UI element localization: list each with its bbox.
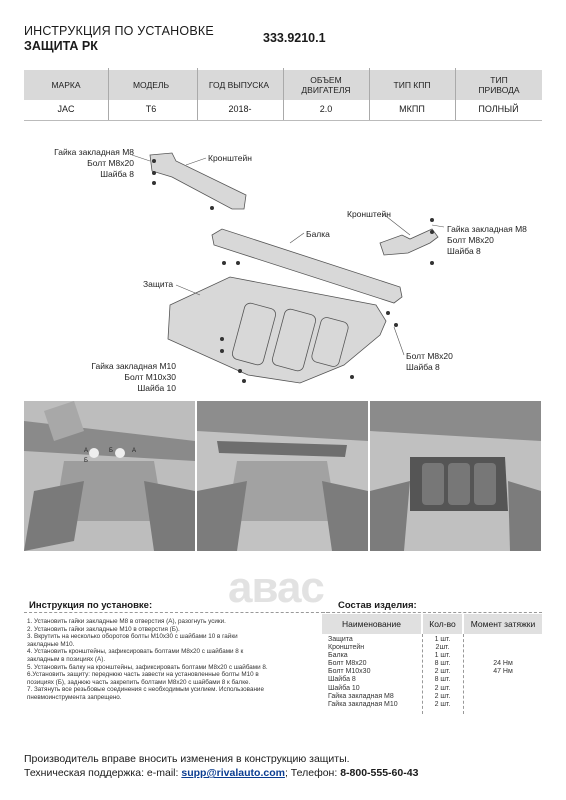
spec-col-drive: ТИП ПРИВОДА [478,75,520,95]
label-left-washer-8: Шайба 8 [100,169,134,179]
label-shield-bolt-m8: Болт М8х20 [406,351,453,361]
composition-name: Гайка закладная М10 [328,700,398,708]
spec-col-make: МАРКА [51,80,81,90]
composition-col-qty: Кол-во [423,614,462,634]
install-photo-1: А Б А Б [24,401,195,551]
label-right-bracket: Кронштейн [347,209,391,219]
doc-title: ИНСТРУКЦИЯ ПО УСТАНОВКЕ [24,24,214,38]
install-photo-3 [370,401,541,551]
beam-part [211,228,403,304]
composition-name: Болт М8х20 [328,660,367,668]
instructions-title: Инструкция по установке: [29,600,153,611]
photo-mark-b2: Б [84,458,88,464]
composition-name: Шайба 8 [328,676,356,684]
composition-qty: 2 шт. [434,668,451,676]
label-right-bolt-m8: Болт М8х20 [447,235,494,245]
part-number: 333.9210.1 [263,31,326,45]
photo-mark-b1: Б [109,448,113,454]
label-left-bracket: Кронштейн [208,153,252,163]
label-left-nut-m8: Гайка закладная М8 [54,147,134,157]
composition-name: Болт М10х30 [328,668,371,676]
composition-torque: 24 Нм [493,660,513,667]
instruction-step: 5. Установить балку на кронштейны, зафик… [27,663,268,671]
composition-qty: 2шт. [435,644,450,652]
composition-torque: 47 Нм [493,668,513,676]
photo-mark-a1: А [84,448,89,454]
left-bracket-part [149,152,247,210]
footer-disclaimer: Производитель вправе вносить изменения в… [24,753,350,765]
doc-subtitle: ЗАЩИТА РК [24,39,98,53]
label-left-bolt-m8: Болт М8х20 [87,158,134,168]
support-label: Техническая поддержка: e-mail: [24,767,182,779]
composition-name: Балка [328,652,348,660]
composition-col-torque: Момент затяжки [464,614,542,634]
instruction-step: закладные М10. [27,640,75,648]
composition-qty: 1 шт. [434,636,451,643]
spec-value-drive: ПОЛНЫЙ [478,104,519,114]
composition-qty: 8 шт. [434,660,451,668]
instructions-list: 1. Установить гайки закладные М8 в отвер… [27,618,312,702]
install-photo-2 [197,401,368,551]
right-bracket-part [379,228,439,256]
spec-value-year: 2018- [228,104,252,114]
composition-name: Защита [328,636,353,643]
support-email-link[interactable]: supp@rivalauto.com [181,767,285,779]
label-right-washer-8: Шайба 8 [447,246,481,256]
composition-torques: 24 Нм 47 Нм [464,660,542,676]
spec-col-engine: ОБЪЕМ ДВИГАТЕЛЯ [301,75,351,95]
label-nut-m10: Гайка закладная М10 [91,361,176,371]
label-bolt-m10: Болт М10х30 [124,372,176,382]
instruction-step: позициях (Б), заднюю часть закрепить бол… [27,678,251,686]
spec-col-model: МОДЕЛЬ [132,80,170,90]
support-phone: 8-800-555-60-43 [340,767,419,779]
exploded-diagram [131,152,445,384]
label-beam: Балка [306,229,330,239]
composition-qty: 2 шт. [434,692,451,700]
composition-col-name: Наименование [322,614,421,634]
instruction-step: закладным в позициях (А). [27,655,106,663]
instruction-step: 6.Установить защиту: переднюю часть заве… [27,671,259,679]
instruction-step: 3. Вкрутить на несколько оборотов болты … [27,633,238,641]
spec-col-gearbox: ТИП КПП [393,80,431,90]
composition-name: Кронштейн [328,644,365,652]
spec-value-model: T6 [145,104,157,114]
spec-value-engine: 2.0 [319,104,333,114]
composition-qty: 2 шт. [434,700,451,708]
shield-part [167,276,387,384]
composition-names: Защита Кронштейн Балка Болт М8х20 Болт М… [328,636,422,709]
spec-col-year: ГОД ВЫПУСКА [208,80,270,90]
brand-logo-watermark: авас [228,563,325,612]
label-washer-10: Шайба 10 [137,383,176,393]
instruction-step: пневмоинструмента запрещено. [27,693,122,701]
spec-value-gearbox: МКПП [399,104,425,114]
label-right-nut-m8: Гайка закладная М8 [447,224,527,234]
shield-window-3 [311,317,349,367]
label-shield: Защита [143,279,174,289]
spec-value-make: JAC [57,104,75,114]
composition-qty: 1 шт. [434,652,451,660]
composition-name: Шайба 10 [328,684,360,692]
label-shield-washer-8: Шайба 8 [406,362,440,372]
composition-name: Гайка закладная М8 [328,692,394,700]
phone-label: ; Телефон: [284,767,341,779]
instruction-step: 4. Установить кронштейны, зафиксировать … [27,648,244,656]
instruction-step: 2. Установить гайки закладные М10 в отве… [27,625,180,633]
footer-support: Техническая поддержка: e-mail: supp@riva… [24,767,418,779]
composition-qty: 8 шт. [434,676,451,684]
composition-qtys: 1 шт. 2шт. 1 шт. 8 шт. 2 шт. 8 шт. 2 шт.… [423,636,462,709]
composition-title: Состав изделия: [338,600,417,611]
shield-window-1 [231,302,277,366]
photo-mark-a2: А [132,448,137,454]
shield-window-2 [271,308,317,372]
composition-qty: 2 шт. [434,684,451,692]
instruction-step: 7. Затянуть все резьбовые соединения с н… [27,686,264,694]
instruction-step: 1. Установить гайки закладные М8 в отвер… [27,618,226,625]
